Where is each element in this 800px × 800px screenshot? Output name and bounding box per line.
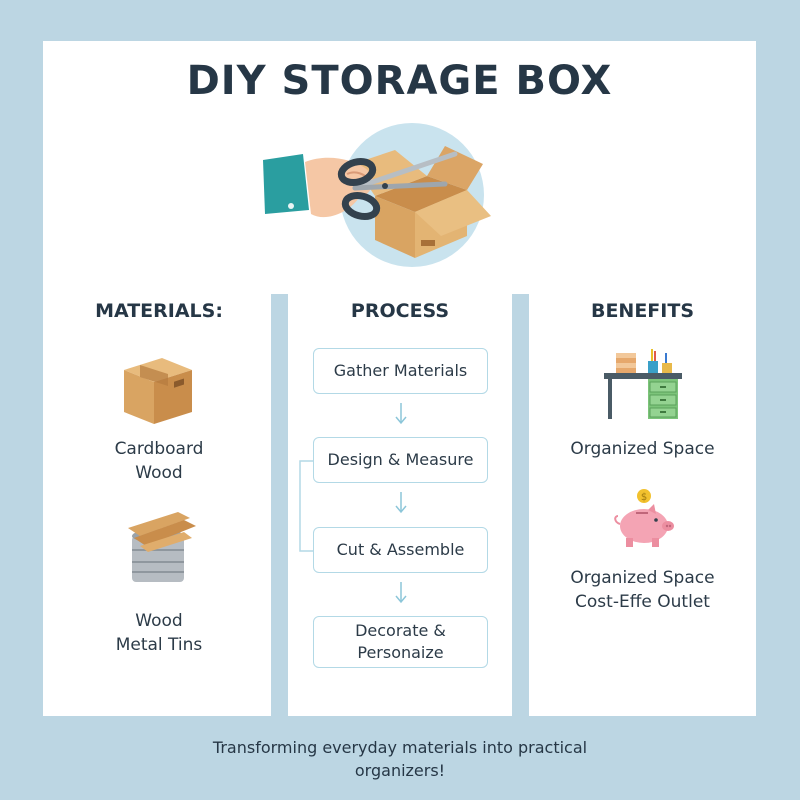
benefits-heading: BENEFITS xyxy=(590,300,695,322)
wood-on-metal-tin-icon xyxy=(128,512,196,582)
desk-organizer-icon xyxy=(604,349,682,419)
process-step-cut-assemble: Cut & Assemble xyxy=(313,527,488,573)
process-step-design-measure: Design & Measure xyxy=(313,437,488,483)
footer-tagline: Transforming everyday materials into pra… xyxy=(212,738,588,780)
benefits-column xyxy=(529,294,756,716)
step-connector-bracket xyxy=(299,460,313,552)
benefits-item-1-label: Organized Space xyxy=(570,439,715,459)
svg-text:$: $ xyxy=(641,492,647,503)
page-title: DIY STORAGE BOX xyxy=(186,58,613,104)
open-box-icon xyxy=(353,146,491,258)
materials-heading: MATERIALS: xyxy=(95,300,223,322)
cardboard-box-icon xyxy=(124,358,192,424)
materials-item-1-label: Cardboard Wood xyxy=(114,439,204,483)
down-arrow-icon xyxy=(395,492,407,514)
benefits-item-2-label: Organized Space Cost-Effe Outlet xyxy=(570,568,715,612)
process-step-decorate-personalize: Decorate & Personaize xyxy=(313,616,488,668)
hand-icon xyxy=(263,154,373,218)
materials-item-2-label: Wood Metal Tins xyxy=(115,611,203,655)
down-arrow-icon xyxy=(395,403,407,425)
piggy-bank-icon: $ xyxy=(614,489,674,547)
hand-cutting-box-illustration xyxy=(263,123,491,267)
process-heading: PROCESS xyxy=(350,300,450,322)
down-arrow-icon xyxy=(395,582,407,604)
process-step-gather-materials: Gather Materials xyxy=(313,348,488,394)
scissors-icon xyxy=(337,151,458,221)
